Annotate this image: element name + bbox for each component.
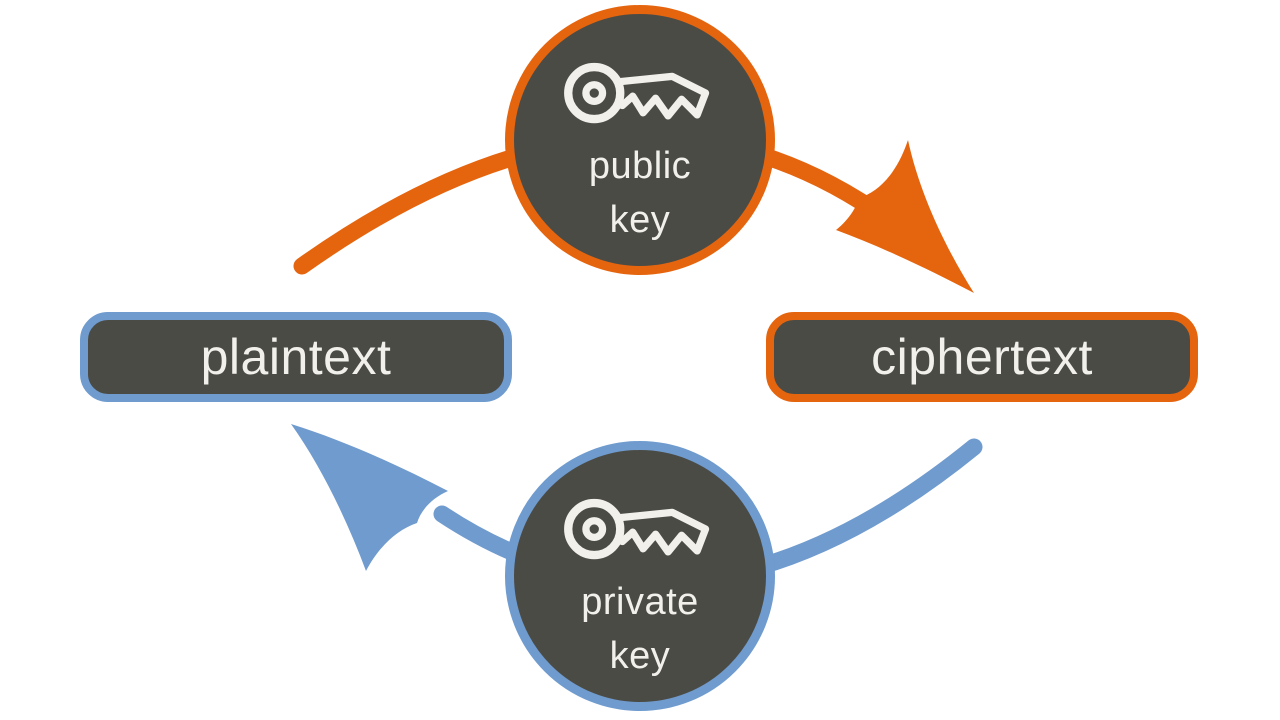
public-key-node: public key [505, 5, 775, 275]
decrypt-arrowhead [291, 424, 448, 571]
private-key-node: private key [505, 441, 775, 711]
key-icon [564, 62, 710, 124]
ciphertext-label: ciphertext [871, 329, 1093, 385]
public-key-label: public key [588, 145, 692, 241]
private-key-label: private key [581, 581, 699, 677]
plaintext-label: plaintext [200, 329, 392, 385]
key-icon [564, 498, 710, 560]
plaintext-node: plaintext [80, 312, 512, 402]
encrypt-arrowhead [836, 140, 974, 293]
ciphertext-node: ciphertext [766, 312, 1198, 402]
